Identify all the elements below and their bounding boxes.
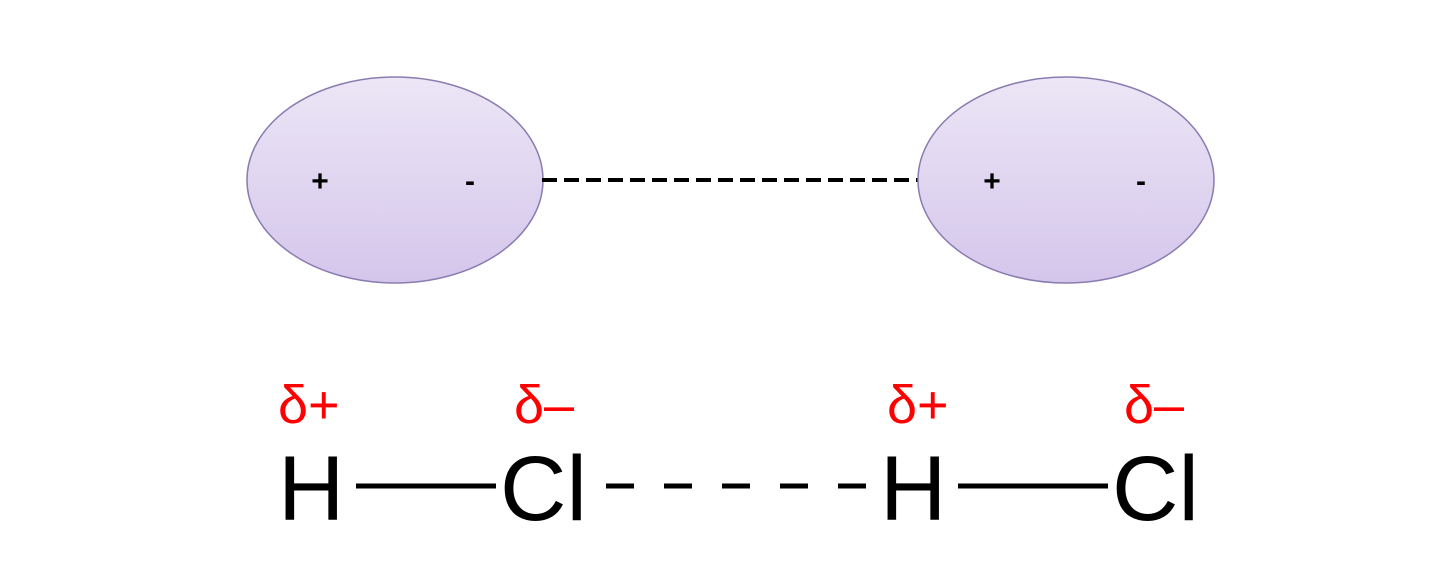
dipole-left-positive-sign: + xyxy=(311,165,329,198)
dipole-ellipse-left xyxy=(246,76,544,284)
atom-h-1: H xyxy=(278,438,344,540)
partial-charge-h-2: δ+ xyxy=(887,375,949,435)
atom-cl-2: Cl xyxy=(1112,438,1199,540)
partial-charge-h-1: δ+ xyxy=(278,375,340,435)
dipole-row: + - + - xyxy=(246,76,1215,284)
dipole-ellipse-right xyxy=(917,76,1215,284)
dipole-right-positive-sign: + xyxy=(983,165,1001,198)
dipole-left-negative-sign: - xyxy=(465,165,475,198)
dipole-right-negative-sign: - xyxy=(1136,165,1146,198)
atom-h-2: H xyxy=(880,438,946,540)
partial-charge-cl-1: δ– xyxy=(514,375,574,435)
atom-cl-1: Cl xyxy=(500,438,587,540)
partial-charge-cl-2: δ– xyxy=(1124,375,1184,435)
hcl-formula-row: δ+ δ– δ+ δ– H Cl H Cl xyxy=(278,375,1199,540)
